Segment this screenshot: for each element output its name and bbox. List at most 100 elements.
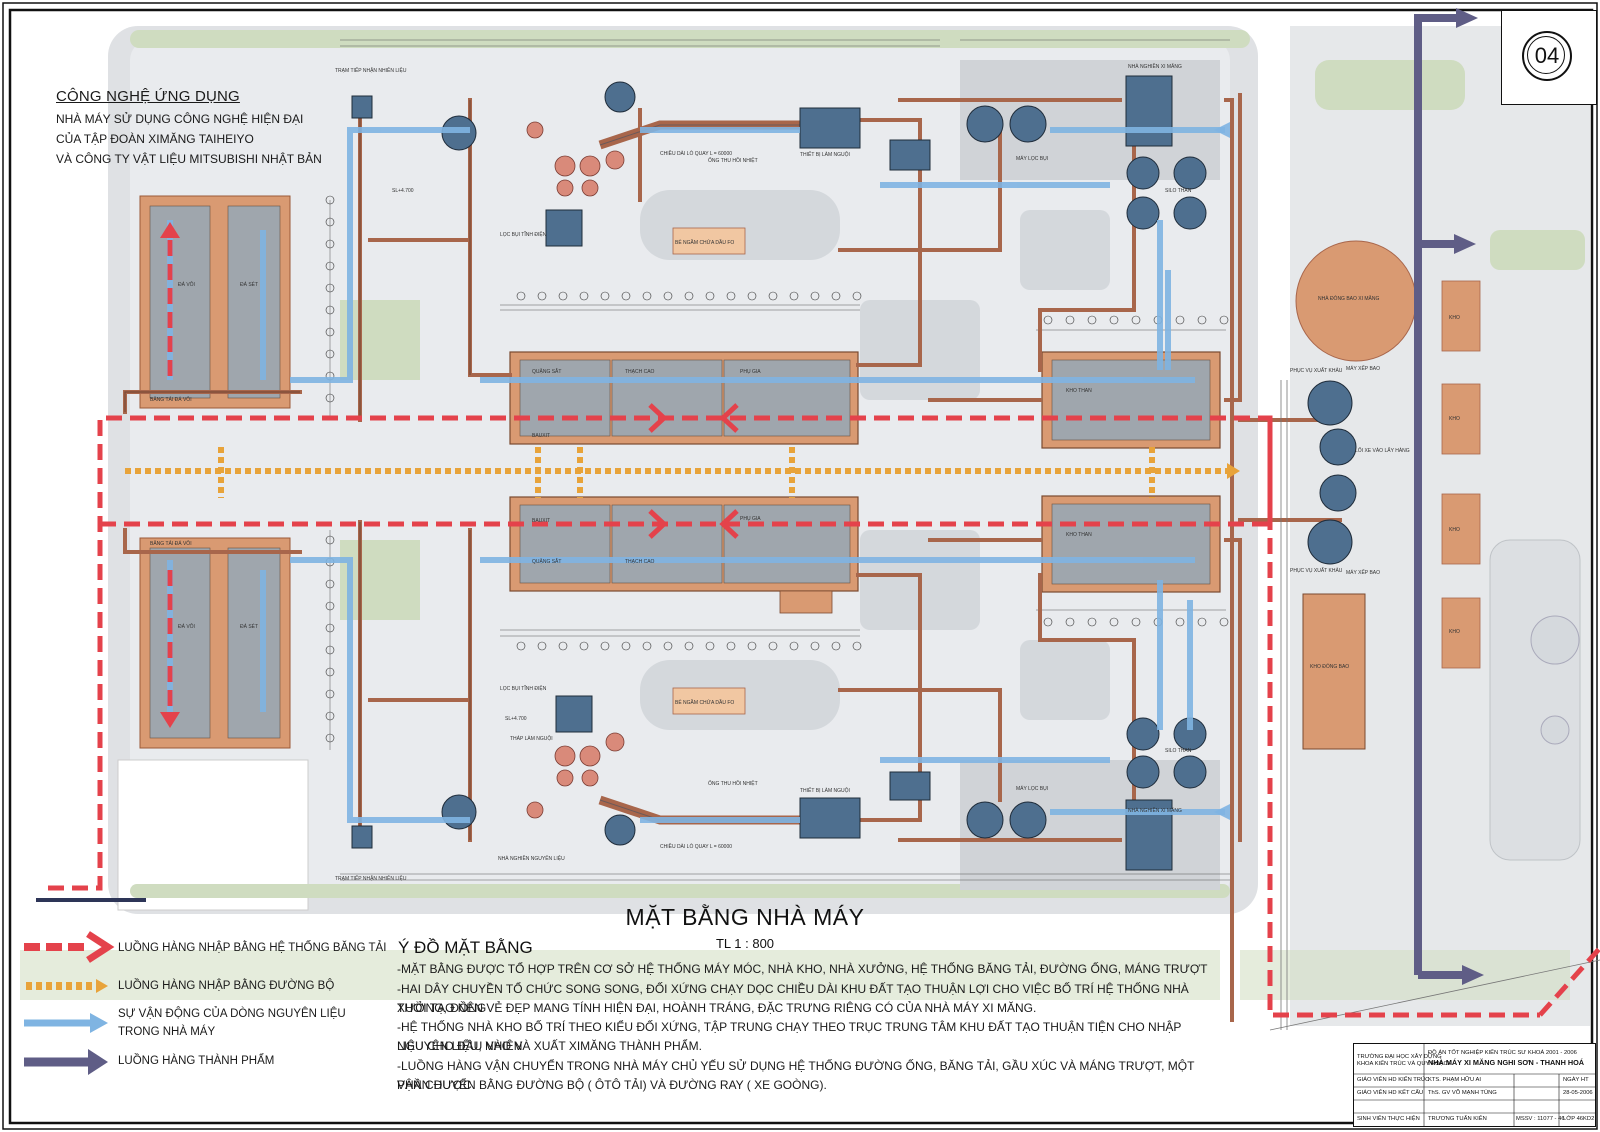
green-strip-top — [130, 30, 1250, 48]
svg-text:SL+4.700: SL+4.700 — [392, 188, 414, 194]
machines-top — [351, 75, 1207, 247]
title-block-date: 28-05-2006 — [1563, 1090, 1593, 1096]
technology-line: VÀ CÔNG TY VẬT LIỆU MITSUBISHI NHẬT BẢN — [56, 152, 322, 166]
svg-text:LỌC BỤI TĨNH ĐIỆN: LỌC BỤI TĨNH ĐIỆN — [500, 684, 547, 692]
svg-text:KHO: KHO — [1449, 416, 1460, 422]
legend-symbols — [24, 931, 115, 1075]
svg-text:KHO ĐÓNG BAO: KHO ĐÓNG BAO — [1310, 663, 1349, 670]
svg-text:KHO: KHO — [1449, 527, 1460, 533]
note-line: VẬN CHUYỂN BẰNG ĐƯỜNG BỘ ( ÔTÔ TẢI) VÀ Đ… — [397, 1078, 827, 1092]
technology-title: CÔNG NGHỆ ỨNG DỤNG — [56, 88, 240, 105]
svg-text:MÁY XẾP BAO: MÁY XẾP BAO — [1346, 365, 1380, 372]
note-line: -HỆ THỐNG NHÀ KHO BỐ TRÍ THEO KIỂU ĐỐI X… — [397, 1020, 1182, 1053]
svg-text:MÁY XẾP BAO: MÁY XẾP BAO — [1346, 569, 1380, 576]
title-block-faculty: KHOA KIẾN TRÚC VÀ QUY HOẠCH — [1357, 1061, 1452, 1067]
title-block-advisor-arch-role: GIÁO VIÊN HD KIẾN TRÚC — [1357, 1077, 1430, 1083]
title-block-advisor-arch-name: KTS. PHẠM HỮU AI — [1428, 1077, 1481, 1083]
note-line: -LUỒNG HÀNG VẬN CHUYỂN TRONG NHÀ MÁY CHỦ… — [397, 1059, 1195, 1092]
svg-text:BĂNG TẢI ĐÁ VÔI: BĂNG TẢI ĐÁ VÔI — [150, 540, 192, 547]
svg-text:PHỤ GIA: PHỤ GIA — [740, 369, 761, 375]
notes-title: Ý ĐỒ MẶT BẰNG — [398, 938, 533, 957]
title-block-student-name: TRƯƠNG TUẤN KIÊN — [1428, 1116, 1487, 1122]
svg-text:CHIỀU DÀI LÒ QUAY L = 60000: CHIỀU DÀI LÒ QUAY L = 60000 — [660, 150, 732, 157]
legend-label-conveyor: LUỒNG HÀNG NHẬP BẰNG HỆ THỐNG BĂNG TẢI — [118, 942, 387, 954]
svg-text:CHIỀU DÀI LÒ QUAY L = 60000: CHIỀU DÀI LÒ QUAY L = 60000 — [660, 843, 732, 850]
svg-text:NHÀ NGHIỀN XI MĂNG: NHÀ NGHIỀN XI MĂNG — [1128, 63, 1182, 70]
technology-line: CỦA TẬP ĐOÀN XIMĂNG TAIHEIYO — [56, 132, 254, 146]
legend-label-material-2: TRONG NHÀ MÁY — [118, 1026, 216, 1038]
title-block-grid — [1354, 1044, 1595, 1126]
note-line: THỜI TẠO NÊN VẺ ĐẸP MANG TÍNH HIỆN ĐẠI, … — [397, 1001, 1037, 1015]
svg-text:BAUXIT: BAUXIT — [532, 433, 550, 439]
conveyor-import-routes — [48, 240, 1600, 1018]
svg-text:THẠCH CAO: THẠCH CAO — [625, 559, 655, 565]
title-block-student-id: MSSV : 11077 - 46 — [1516, 1116, 1565, 1122]
svg-text:KHO: KHO — [1449, 629, 1460, 635]
svg-text:KHO THAN: KHO THAN — [1066, 388, 1092, 394]
legend-label-product: LUỒNG HÀNG THÀNH PHẨM — [118, 1055, 275, 1067]
svg-text:BỂ NGẦM CHỨA DẦU FO: BỂ NGẦM CHỨA DẦU FO — [675, 699, 734, 706]
svg-text:LỌC BỤI TĨNH ĐIỆN: LỌC BỤI TĨNH ĐIỆN — [500, 230, 547, 238]
packing-store — [1302, 593, 1366, 750]
product-stores — [1441, 280, 1481, 669]
svg-text:PHỤC VỤ XUẤT KHẨU: PHỤC VỤ XUẤT KHẨU — [1290, 367, 1343, 374]
svg-text:SILO THAN: SILO THAN — [1165, 748, 1192, 754]
svg-text:ĐÁ SÉT: ĐÁ SÉT — [240, 623, 258, 630]
technology-line: NHÀ MÁY SỬ DỤNG CÔNG NGHỆ HIỆN ĐẠI — [56, 112, 304, 126]
dimension-grid — [329, 39, 1230, 881]
svg-text:ỐNG THU HỒI NHIỆT: ỐNG THU HỒI NHIỆT — [708, 156, 758, 164]
title-block-course: ĐỒ ÁN TỐT NGHIỆP KIẾN TRÚC SƯ KHOÁ 2001 … — [1428, 1050, 1577, 1056]
svg-text:ỐNG THU HỒI NHIỆT: ỐNG THU HỒI NHIỆT — [708, 779, 758, 787]
dashed-red-arrow-icon — [24, 931, 115, 963]
coal-store-bottom — [1041, 495, 1221, 593]
plan-title: MẶT BẰNG NHÀ MÁY — [625, 904, 865, 930]
svg-text:THIẾT BỊ LÀM NGUỘI: THIẾT BỊ LÀM NGUỘI — [800, 787, 850, 794]
svg-text:QUẶNG SẮT: QUẶNG SẮT — [532, 367, 561, 375]
green-strip-bottom — [360, 950, 1220, 1000]
title-block: TRƯỜNG ĐẠI HỌC XÂY DỰNG KHOA KIẾN TRÚC V… — [1353, 1043, 1596, 1127]
site-annotations: KHO THAN KHO THAN KHO KHO KHO KHO KHO ĐÓ… — [150, 63, 1460, 882]
central-warehouse-bottom — [509, 496, 859, 592]
road-import-routes — [125, 447, 1230, 498]
purple-arrow-icon — [24, 1049, 108, 1075]
stockpile-bottom — [139, 537, 291, 749]
svg-text:BĂNG TẢI ĐÁ VÔI: BĂNG TẢI ĐÁ VÔI — [150, 396, 192, 403]
legend-label-material: SỰ VẬN ĐỘNG CỦA DÒNG NGUYÊN LIỆU — [118, 1008, 346, 1020]
svg-text:ĐÁ VÔI: ĐÁ VÔI — [178, 623, 195, 630]
cement-silos — [1307, 380, 1357, 565]
svg-text:KHO THAN: KHO THAN — [1066, 532, 1092, 538]
title-block-date-label: NGÀY HT — [1563, 1077, 1589, 1083]
machines-bottom — [351, 695, 1207, 871]
svg-text:TRẠM TIẾP NHẬN NHIÊN LIỆU: TRẠM TIẾP NHẬN NHIÊN LIỆU — [335, 874, 407, 882]
svg-text:BỂ NGẦM CHỨA DẦU FO: BỂ NGẦM CHỨA DẦU FO — [675, 239, 734, 246]
central-warehouse-top — [509, 351, 859, 445]
svg-text:QUẶNG SẮT: QUẶNG SẮT — [532, 557, 561, 565]
svg-text:SILO THAN: SILO THAN — [1165, 188, 1192, 194]
svg-text:BAUXIT: BAUXIT — [532, 518, 550, 524]
svg-text:NHÀ ĐÓNG BAO XI MĂNG: NHÀ ĐÓNG BAO XI MĂNG — [1318, 295, 1380, 302]
svg-text:MÁY LỌC BỤI: MÁY LỌC BỤI — [1016, 155, 1048, 162]
stockpile-top — [139, 195, 291, 409]
coal-store-top — [1041, 351, 1221, 449]
title-block-advisor-struct-name: ThS. GV VÕ MẠNH TÙNG — [1428, 1090, 1497, 1096]
svg-text:SL+4.700: SL+4.700 — [505, 716, 527, 722]
svg-text:ĐÁ SÉT: ĐÁ SÉT — [240, 281, 258, 288]
svg-text:KHO: KHO — [1449, 315, 1460, 321]
svg-text:ĐÁ VÔI: ĐÁ VÔI — [178, 281, 195, 288]
title-block-school: TRƯỜNG ĐẠI HỌC XÂY DỰNG — [1357, 1054, 1442, 1060]
svg-text:LỐI XE VÀO LẤY HÀNG: LỐI XE VÀO LẤY HÀNG — [1355, 447, 1410, 454]
svg-text:MÁY LỌC BỤI: MÁY LỌC BỤI — [1016, 785, 1048, 792]
sheet-number-ring-icon — [1522, 31, 1572, 81]
note-line: -MẶT BẰNG ĐƯỢC TỔ HỢP TRÊN CƠ SỞ HỆ THỐN… — [397, 962, 1208, 976]
svg-text:THIẾT BỊ LÀM NGUỘI: THIẾT BỊ LÀM NGUỘI — [800, 151, 850, 158]
title-block-advisor-struct-role: GIÁO VIÊN HD KẾT CẤU — [1357, 1090, 1424, 1096]
svg-text:TRẠM TIẾP NHẬN NHIÊN LIỆU: TRẠM TIẾP NHẬN NHIÊN LIỆU — [335, 66, 407, 74]
title-block-class: LỚP 46KD2 — [1563, 1116, 1595, 1122]
sheet-number: 04 — [1534, 43, 1560, 68]
svg-text:PHỤC VỤ XUẤT KHẨU: PHỤC VỤ XUẤT KHẨU — [1290, 567, 1343, 574]
note-line: LIỆU CHO ĐẦU VÀO VÀ XUẤT XIMĂNG THÀNH PH… — [397, 1039, 702, 1053]
blue-arrow-icon — [24, 1013, 108, 1033]
product-flow-routes — [1414, 14, 1466, 979]
title-block-project: NHÀ MÁY XI MĂNG NGHI SƠN - THANH HOÁ — [1428, 1058, 1585, 1067]
plan-scale: TL 1 : 800 — [715, 936, 775, 951]
